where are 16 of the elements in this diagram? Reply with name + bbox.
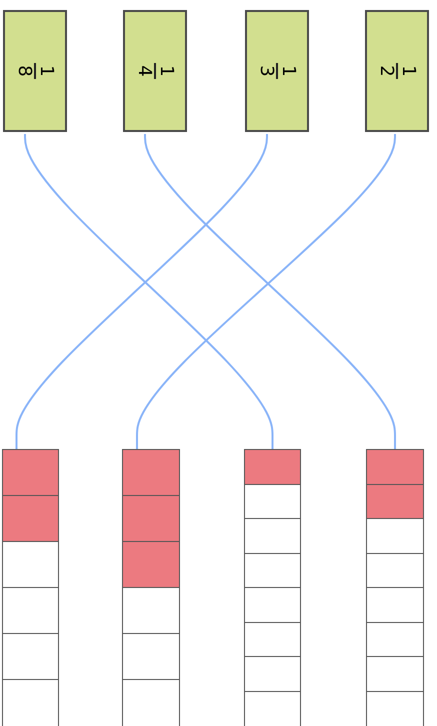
fraction-card (123, 10, 187, 132)
fraction-strip (122, 449, 180, 725)
fraction-card (245, 10, 309, 132)
numerator: 1 (399, 65, 417, 77)
fraction-card (3, 10, 67, 132)
denominator: 3 (257, 65, 275, 77)
fraction-strip (244, 449, 301, 725)
numerator: 1 (157, 65, 175, 77)
fraction-strip (2, 449, 59, 725)
fraction-strip (366, 449, 424, 725)
numerator: 1 (279, 65, 297, 77)
denominator: 8 (15, 65, 33, 77)
denominator: 2 (377, 65, 395, 77)
fraction-card (365, 10, 429, 132)
denominator: 4 (135, 65, 153, 77)
numerator: 1 (37, 65, 55, 77)
